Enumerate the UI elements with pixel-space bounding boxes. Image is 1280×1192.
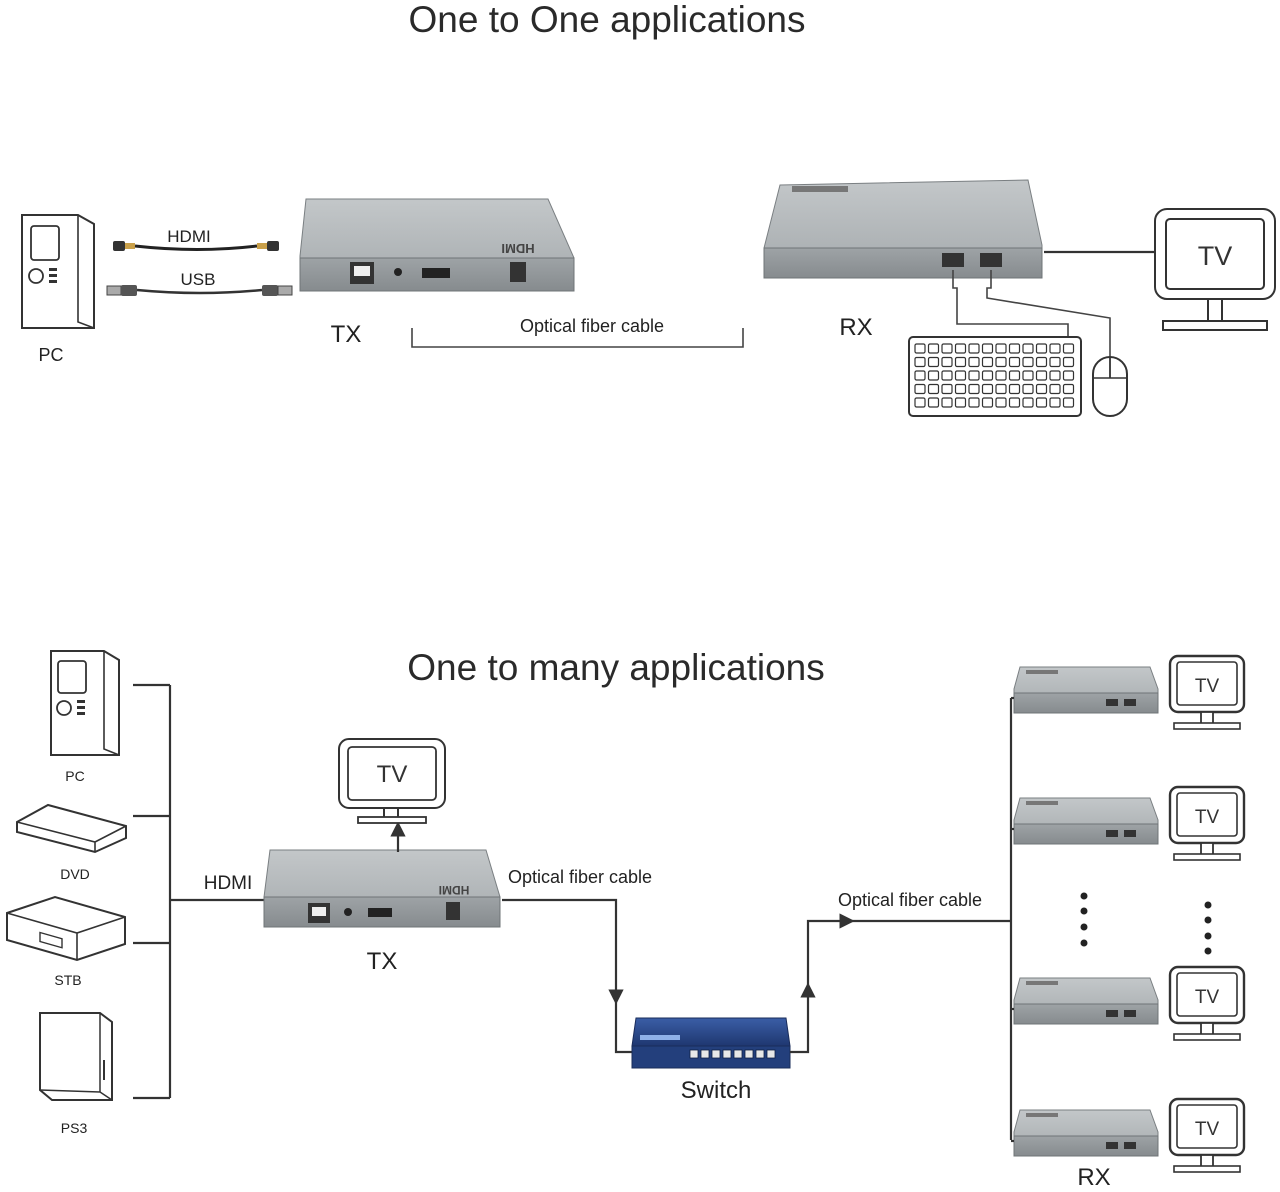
source-bus-lines bbox=[133, 683, 264, 1100]
svg-text:HDMI: HDMI bbox=[501, 241, 534, 256]
bottom-title: One to many applications bbox=[407, 647, 825, 688]
top-pc-icon bbox=[21, 214, 95, 329]
ps3-icon bbox=[39, 1012, 113, 1101]
mouse-icon bbox=[1092, 356, 1128, 417]
switch-rx-fiber bbox=[806, 913, 855, 990]
network-switch-icon bbox=[631, 1017, 791, 1069]
top-tv-icon bbox=[1154, 208, 1276, 331]
rx-unit-1 bbox=[1013, 666, 1159, 714]
usb-cable-icon bbox=[106, 285, 293, 296]
top-fiber-bracket bbox=[411, 328, 744, 348]
hdmi-cable-icon bbox=[113, 241, 279, 251]
usb-cable-label: USB bbox=[181, 270, 216, 289]
source-label-pc: PC bbox=[65, 768, 84, 784]
top-rx-label: RX bbox=[839, 314, 872, 341]
dvd-icon bbox=[16, 803, 127, 854]
tx-switch-fiber bbox=[502, 898, 624, 1005]
top-pc-label: PC bbox=[38, 345, 63, 365]
top-tx-label: TX bbox=[331, 321, 362, 348]
switch-label: Switch bbox=[681, 1077, 752, 1104]
keyboard-icon bbox=[908, 336, 1082, 417]
top-tx-device: HDMI bbox=[299, 198, 575, 292]
source-label-ps3: PS3 bbox=[61, 1120, 88, 1136]
rx-tv-text-1: TV bbox=[1195, 676, 1220, 697]
top-fiber-label: Optical fiber cable bbox=[520, 316, 664, 336]
top-tv-text: TV bbox=[1198, 241, 1233, 271]
hdmi-cable-label: HDMI bbox=[167, 227, 210, 246]
bottom-fiber-label-left: Optical fiber cable bbox=[508, 867, 652, 887]
top-title: One to One applications bbox=[409, 0, 806, 40]
bottom-fiber-label-right: Optical fiber cable bbox=[838, 890, 982, 910]
switch-rx-fiber-up bbox=[790, 982, 816, 1054]
top-rx-device bbox=[763, 179, 1043, 279]
rx-tv-text-3: TV bbox=[1195, 987, 1220, 1008]
rx-tv-icon-4: TV bbox=[1168, 1097, 1246, 1173]
rx-tv-icon-1: TV bbox=[1168, 654, 1246, 730]
rx-tv-icon-3: TV bbox=[1168, 965, 1246, 1041]
rx-tv-icon-2: TV bbox=[1168, 785, 1246, 861]
bottom-hdmi-label: HDMI bbox=[204, 873, 253, 894]
bottom-tx-device: HDMI bbox=[263, 849, 501, 928]
more-rx-ellipsis bbox=[1080, 892, 1088, 947]
stb-icon bbox=[6, 895, 126, 962]
bottom-rx-label: RX bbox=[1077, 1164, 1110, 1191]
rx-tv-text-4: TV bbox=[1195, 1119, 1220, 1140]
bottom-pc-icon bbox=[50, 650, 120, 756]
source-label-stb: STB bbox=[54, 972, 81, 988]
keyboard-cable bbox=[952, 270, 1069, 337]
rx-tv-text-2: TV bbox=[1195, 807, 1220, 828]
source-label-dvd: DVD bbox=[60, 866, 90, 882]
tx-switch-fiber-tail bbox=[614, 997, 634, 1054]
rx-unit-4 bbox=[1013, 1109, 1159, 1157]
svg-text:HDMI: HDMI bbox=[439, 883, 470, 897]
bottom-tx-label: TX bbox=[367, 948, 398, 975]
mouse-cable bbox=[986, 270, 1111, 358]
more-tv-ellipsis bbox=[1204, 901, 1212, 955]
rx-unit-3 bbox=[1013, 977, 1159, 1025]
tx-tv-icon bbox=[338, 738, 446, 824]
tx-tv-text: TV bbox=[377, 761, 408, 788]
rx-unit-2 bbox=[1013, 797, 1159, 845]
